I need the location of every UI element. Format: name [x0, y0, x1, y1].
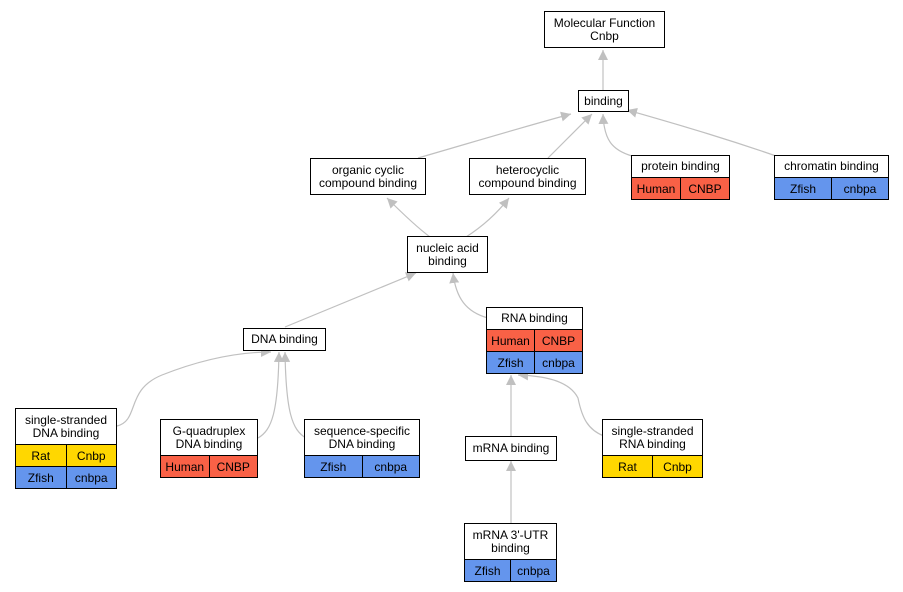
gene-cell: CNBP: [680, 178, 729, 199]
annotation-row: Zfish cnbpa: [465, 559, 556, 581]
annotation-row: Zfish cnbpa: [305, 455, 419, 477]
species-cell: Human: [632, 178, 680, 199]
edge-ocb-to-binding: [417, 111, 572, 159]
edge-hcb-to-binding: [547, 113, 593, 159]
edge-nab-to-hcb: [465, 197, 510, 238]
annotation-row: Rat Cnbp: [16, 444, 116, 466]
species-cell: Human: [487, 330, 534, 351]
edge-ssdna-to-dnab: [116, 347, 272, 427]
gene-cell: cnbpa: [361, 456, 419, 477]
node-g-quadruplex-dna-binding[interactable]: G-quadruplex DNA binding Human CNBP: [160, 419, 258, 478]
node-heterocyclic-compound-binding[interactable]: heterocyclic compound binding: [469, 158, 586, 195]
gene-cell: CNBP: [208, 456, 257, 477]
species-cell: Zfish: [305, 456, 362, 477]
gene-cell: Cnbp: [652, 456, 702, 477]
annotation-row: Human CNBP: [487, 329, 582, 351]
node-chromatin-binding[interactable]: chromatin binding Zfish cnbpa: [774, 155, 889, 200]
node-dna-binding[interactable]: DNA binding: [243, 328, 326, 351]
node-single-stranded-rna-binding[interactable]: single-stranded RNA binding Rat Cnbp: [602, 419, 703, 478]
edge-ssdb-to-dnab: [280, 351, 307, 439]
gene-cell: cnbpa: [534, 352, 582, 373]
annotation-row: Zfish cnbpa: [775, 177, 888, 199]
gene-cell: cnbpa: [65, 467, 116, 488]
node-organic-cyclic-compound-binding[interactable]: organic cyclic compound binding: [310, 158, 426, 195]
node-mrna-binding[interactable]: mRNA binding: [465, 436, 557, 461]
edge-nab-to-ocb: [386, 197, 431, 238]
annotation-row: Zfish cnbpa: [16, 466, 116, 488]
node-binding[interactable]: binding: [578, 90, 629, 112]
species-cell: Human: [161, 456, 209, 477]
node-rna-binding[interactable]: RNA binding Human CNBP Zfish cnbpa: [486, 307, 583, 374]
species-cell: Rat: [603, 456, 652, 477]
annotation-row: Rat Cnbp: [603, 455, 702, 477]
edge-ssrna-to-rnab: [517, 370, 605, 437]
edge-rnab-to-nab: [449, 272, 489, 319]
node-single-stranded-dna-binding[interactable]: single-stranded DNA binding Rat Cnbp Zfi…: [15, 408, 117, 489]
node-mrna-3utr-binding[interactable]: mRNA 3'-UTR binding Zfish cnbpa: [464, 523, 557, 582]
gene-cell: cnbpa: [831, 178, 888, 199]
node-molecular-function[interactable]: Molecular Function Cnbp: [544, 11, 665, 48]
gene-cell: cnbpa: [510, 560, 556, 581]
annotation-row: Human CNBP: [632, 177, 729, 199]
species-cell: Rat: [16, 445, 66, 466]
edge-cb-to-binding: [626, 107, 777, 157]
node-protein-binding[interactable]: protein binding Human CNBP: [631, 155, 730, 200]
species-cell: Zfish: [487, 352, 534, 373]
edge-gq-to-dnab: [257, 351, 284, 439]
node-nucleic-acid-binding[interactable]: nucleic acid binding: [407, 236, 488, 273]
species-cell: Zfish: [775, 178, 831, 199]
gene-cell: CNBP: [534, 330, 582, 351]
gene-cell: Cnbp: [65, 445, 116, 466]
annotation-row: Zfish cnbpa: [487, 351, 582, 373]
edge-pb-to-binding: [598, 113, 633, 157]
annotation-row: Human CNBP: [161, 455, 257, 477]
species-cell: Zfish: [16, 467, 66, 488]
node-sequence-specific-dna-binding[interactable]: sequence-specific DNA binding Zfish cnbp…: [304, 419, 420, 478]
species-cell: Zfish: [465, 560, 510, 581]
edge-dnab-to-nab: [284, 272, 417, 328]
